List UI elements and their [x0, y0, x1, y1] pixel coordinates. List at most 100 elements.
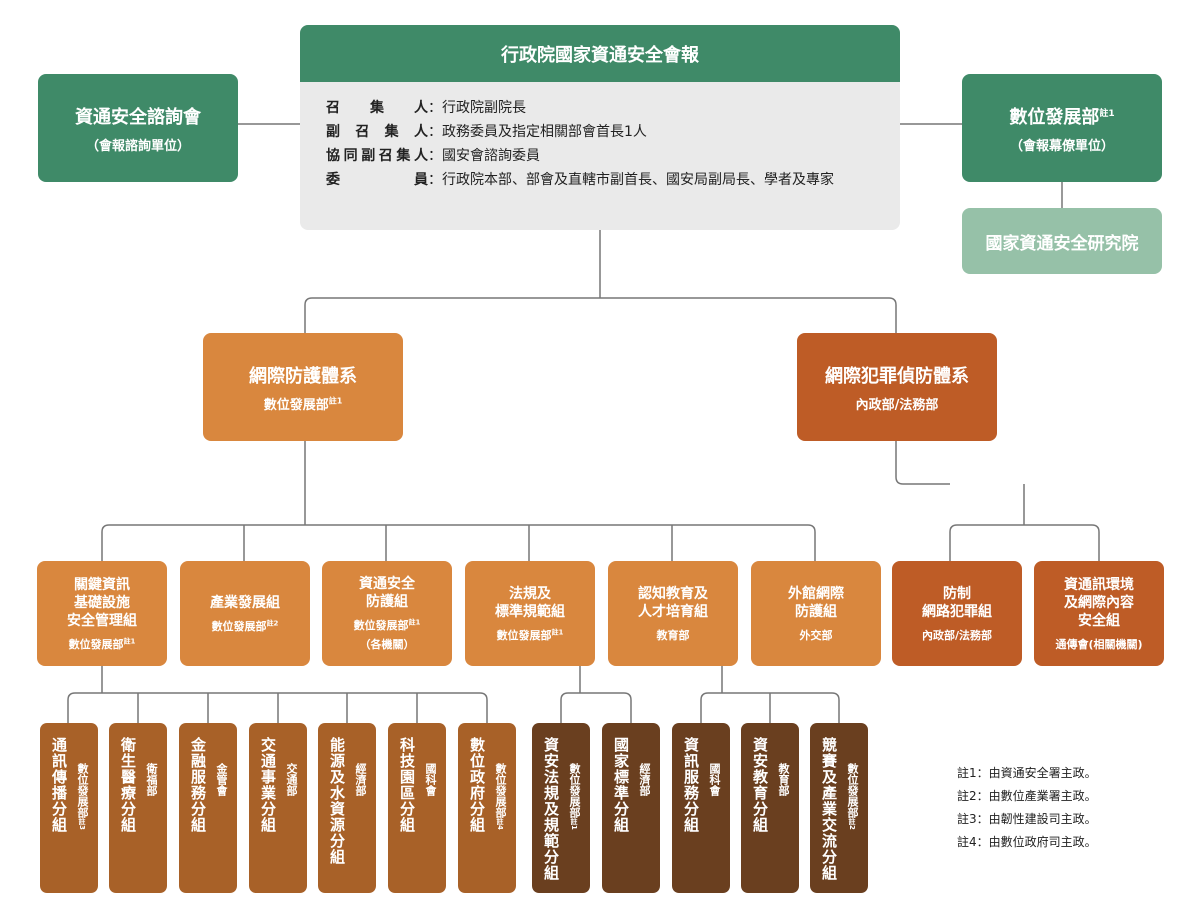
advisory-title: 資通安全諮詢會	[75, 106, 201, 128]
connector-law-subgroups	[560, 666, 632, 723]
subgroup-org: 國科會	[708, 763, 721, 796]
subgroup-title: 競賽及產業交流分組	[820, 737, 838, 881]
subgroup-competition: 競賽及產業交流分組 數位發展部註2	[810, 723, 868, 893]
subgroup-note: 註3	[78, 818, 86, 830]
institute-box: 國家資通安全研究院	[962, 208, 1162, 274]
subgroup-finance: 金融服務分組 金管會	[179, 723, 237, 893]
branch-sub: 內政部/法務部	[855, 397, 939, 413]
connector-infra-subgroups	[67, 666, 488, 723]
member-row: 協同副召集人：國安會諮詢委員	[326, 144, 900, 168]
subgroup-title: 資訊服務分組	[682, 737, 700, 833]
group-sub2: （各機關）	[359, 638, 415, 651]
group-title-line: 資通訊環境	[1064, 576, 1134, 593]
group-note: 註1	[551, 627, 564, 636]
group-protection: 資通安全防護組 數位發展部註1 （各機關）	[322, 561, 452, 666]
group-title-line: 外館網際	[788, 585, 844, 602]
group-sub: 外交部	[799, 628, 833, 642]
subgroup-security-regulation: 資安法規及規範分組 數位發展部註1	[532, 723, 590, 893]
group-title-line: 基礎設施	[74, 594, 130, 611]
group-cybercrime: 防制網路犯罪組 內政部/法務部	[892, 561, 1022, 666]
moda-note: 註1	[1099, 108, 1115, 119]
member-desc: ：行政院本部、部會及直轄市副首長、國安局副局長、學者及專家	[428, 172, 834, 188]
advisory-box: 資通安全諮詢會 （會報諮詢單位）	[38, 74, 238, 182]
member-role: 協同副召集人	[326, 148, 428, 164]
moda-box: 數位發展部註1 （會報幕僚單位）	[962, 74, 1162, 182]
subgroup-org: 國科會	[424, 763, 437, 796]
connector-defense-groups	[101, 441, 816, 561]
subgroup-digital-gov: 數位政府分組 數位發展部註4	[458, 723, 516, 893]
group-title-line: 法規及	[509, 585, 551, 602]
subgroup-org: 數位發展部	[846, 763, 859, 818]
subgroup-org: 數位發展部	[568, 763, 581, 818]
subgroup-title: 國家標準分組	[612, 737, 630, 833]
footnotes: 註1：由資通安全署主政。 註2：由數位產業署主政。 註3：由韌性建設司主政。 註…	[957, 762, 1097, 854]
subgroup-org: 金管會	[215, 763, 228, 796]
institute-title: 國家資通安全研究院	[985, 233, 1139, 254]
branch-sub: 數位發展部	[263, 397, 329, 413]
group-note: 註1	[408, 618, 421, 627]
group-sub: 數位發展部	[353, 619, 409, 632]
subgroup-national-standard: 國家標準分組 經濟部	[602, 723, 660, 893]
group-title-line: 安全組	[1078, 612, 1120, 629]
group-title-line: 產業發展組	[210, 594, 280, 611]
group-regulation: 法規及標準規範組 數位發展部註1	[465, 561, 595, 666]
subgroup-title: 衛生醫療分組	[119, 737, 137, 833]
subgroup-info-service: 資訊服務分組 國科會	[672, 723, 730, 893]
subgroup-title: 資安教育分組	[751, 737, 769, 833]
branch-cyber-defense: 網際防護體系 數位發展部註1	[203, 333, 403, 441]
subgroup-health: 衛生醫療分組 衛福部	[109, 723, 167, 893]
subgroup-energy: 能源及水資源分組 經濟部	[318, 723, 376, 893]
subgroup-org: 交通部	[285, 763, 298, 796]
subgroup-title: 資安法規及規範分組	[542, 737, 560, 881]
branch-cyber-crime: 網際犯罪偵防體系 內政部/法務部	[797, 333, 997, 441]
connector-edu-subgroups	[700, 666, 840, 723]
connector-crime-groups	[895, 441, 1100, 561]
subgroup-title: 能源及水資源分組	[328, 737, 346, 865]
member-row: 召集人：行政院副院長	[326, 96, 900, 120]
moda-title: 數位發展部	[1009, 106, 1100, 128]
member-row: 副召集人：政務委員及指定相關部會首長1人	[326, 120, 900, 144]
group-content-security: 資通訊環境及網際內容安全組 通傳會(相關機關)	[1034, 561, 1164, 666]
group-title-line: 資通安全	[359, 576, 415, 592]
moda-sub: （會報幕僚單位）	[1009, 138, 1114, 154]
member-role: 委員	[326, 172, 428, 188]
group-education: 認知教育及人才培育組 教育部	[608, 561, 738, 666]
member-role: 召集人	[326, 100, 428, 116]
advisory-sub: （會報諮詢單位）	[85, 138, 190, 154]
group-embassy: 外館網際防護組 外交部	[751, 561, 881, 666]
subgroup-org: 數位發展部	[494, 763, 507, 818]
subgroup-communications: 通訊傳播分組 數位發展部註3	[40, 723, 98, 893]
footnote: 註1：由資通安全署主政。	[957, 766, 1097, 780]
group-title-line: 人才培育組	[638, 603, 708, 620]
subgroup-org: 衛福部	[145, 763, 158, 796]
council-title: 行政院國家資通安全會報	[300, 25, 900, 82]
subgroup-note: 註2	[848, 818, 856, 830]
group-sub: 數位發展部	[496, 628, 552, 642]
group-critical-infrastructure: 關鍵資訊基礎設施安全管理組 數位發展部註1	[37, 561, 167, 666]
group-title-line: 防護組	[795, 603, 837, 620]
subgroup-note: 註1	[570, 818, 578, 830]
branch-note: 註1	[328, 396, 343, 406]
group-industry: 產業發展組 數位發展部註2	[180, 561, 310, 666]
subgroup-transport: 交通事業分組 交通部	[249, 723, 307, 893]
group-note: 註1	[123, 636, 136, 645]
group-sub: 通傳會(相關機關)	[1055, 637, 1143, 651]
subgroup-title: 數位政府分組	[468, 737, 486, 833]
group-title-line: 標準規範組	[495, 603, 565, 620]
branch-title: 網際防護體系	[249, 365, 357, 387]
member-desc: ：政務委員及指定相關部會首長1人	[428, 124, 647, 140]
member-role: 副召集人	[326, 124, 428, 140]
subgroup-title: 科技園區分組	[398, 737, 416, 833]
connector-council-branches	[304, 230, 897, 333]
group-title-line: 網路犯罪組	[922, 603, 992, 620]
group-sub: 數位發展部	[68, 637, 124, 651]
footnote: 註4：由數位政府司主政。	[957, 835, 1097, 849]
member-row: 委員：行政院本部、部會及直轄市副首長、國安局副局長、學者及專家	[326, 168, 900, 192]
group-title-line: 關鍵資訊	[74, 576, 130, 593]
group-sub: 內政部/法務部	[921, 628, 993, 642]
subgroup-org: 數位發展部	[76, 763, 89, 818]
group-title-line: 認知教育及	[638, 585, 708, 602]
subgroup-org: 經濟部	[638, 763, 651, 796]
subgroup-security-education: 資安教育分組 教育部	[741, 723, 799, 893]
group-note: 註2	[266, 618, 279, 627]
